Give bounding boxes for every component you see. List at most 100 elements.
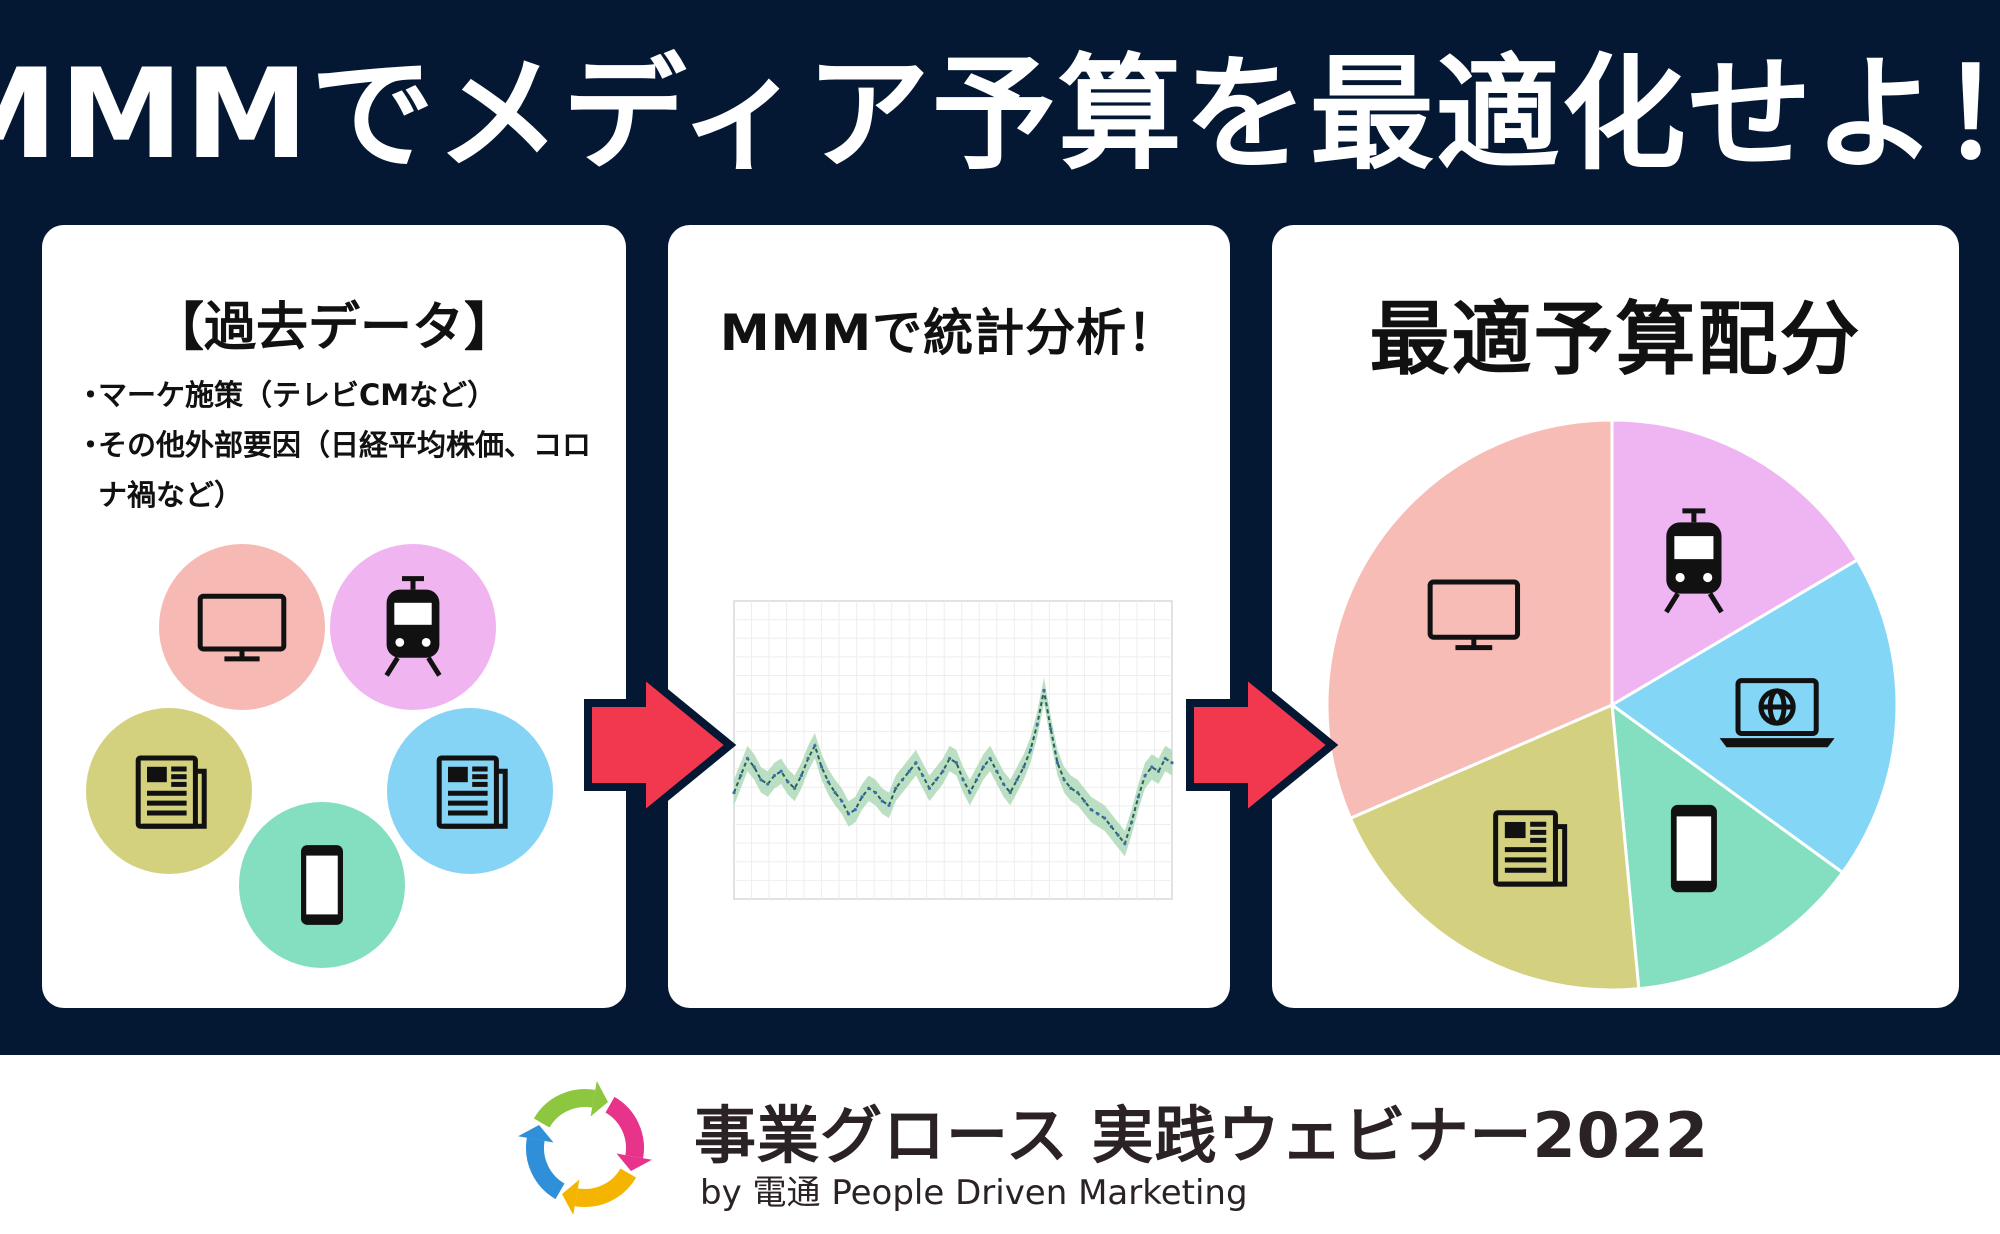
data-point xyxy=(846,812,851,816)
train-icon xyxy=(384,576,442,677)
data-point xyxy=(954,761,958,765)
data-point xyxy=(813,744,817,748)
data-point xyxy=(894,786,898,790)
data-point xyxy=(873,790,878,795)
data-point xyxy=(1076,790,1080,795)
budget-pie-chart xyxy=(1325,418,1899,992)
data-point xyxy=(860,795,864,799)
webinar-title: 事業グロース 実践ウェビナー2022 xyxy=(694,1099,1710,1172)
data-point xyxy=(1035,722,1039,727)
data-point xyxy=(1143,773,1147,778)
data-point xyxy=(1123,842,1127,846)
data-point xyxy=(1008,790,1012,795)
data-point xyxy=(732,790,736,795)
data-point xyxy=(968,790,972,795)
media-circle xyxy=(330,544,496,710)
data-point xyxy=(995,769,999,773)
data-point xyxy=(820,765,824,769)
newspaper-icon xyxy=(436,755,508,829)
data-point xyxy=(1116,833,1120,837)
data-point xyxy=(772,773,777,778)
data-point xyxy=(1062,778,1066,782)
data-point xyxy=(914,761,918,765)
cycle-logo-icon xyxy=(518,1081,652,1215)
media-circle xyxy=(159,544,325,710)
train-icon xyxy=(1664,508,1724,614)
data-point xyxy=(766,782,770,786)
analysis-heading: MMMで統計分析！ xyxy=(719,304,1179,362)
media-circle xyxy=(387,708,553,874)
tv-icon xyxy=(197,593,287,662)
grid-lines xyxy=(734,601,1172,899)
laptop-globe-icon xyxy=(1719,678,1835,748)
data-point xyxy=(900,778,905,782)
pie-slice xyxy=(1610,418,1860,708)
data-point xyxy=(880,799,884,803)
media-icons-cluster xyxy=(86,544,553,968)
data-point xyxy=(1170,761,1174,765)
data-point xyxy=(907,769,911,773)
data-point xyxy=(752,765,756,769)
data-point xyxy=(867,786,871,790)
data-point xyxy=(833,790,837,795)
data-point xyxy=(1042,688,1046,692)
bullet-text: マーケ施策（テレビCMなど） xyxy=(98,378,497,412)
data-point xyxy=(1028,748,1033,752)
data-point xyxy=(974,778,979,782)
media-circle xyxy=(239,802,405,968)
data-point xyxy=(840,799,844,803)
pie-slice xyxy=(1610,701,1845,991)
mmm-line-chart xyxy=(732,600,1174,900)
bullet-item: ・ マーケ施策（テレビCMなど） xyxy=(76,370,616,420)
right-arrow-icon xyxy=(1186,665,1339,825)
past-data-panel: 【過去データ】 ・ マーケ施策（テレビCMなど） ・ その他外部要因（日経平均株… xyxy=(42,225,626,1008)
data-point xyxy=(948,756,952,761)
data-point xyxy=(793,786,797,790)
banner: MMMでメディア予算を最適化せよ！ 【過去データ】 ・ マーケ施策（テレビCMな… xyxy=(0,0,2000,1055)
bullet-text: その他外部要因（日経平均株価、コロナ禍など） xyxy=(98,428,592,512)
newspaper-icon xyxy=(135,755,207,829)
smartphone-icon xyxy=(301,845,343,925)
smartphone-icon xyxy=(1670,804,1717,893)
data-point xyxy=(934,778,938,782)
media-circle xyxy=(86,708,252,874)
tv-icon xyxy=(1427,579,1521,651)
data-point xyxy=(1089,808,1093,812)
data-point xyxy=(988,756,992,761)
data-point xyxy=(1096,812,1100,816)
data-point xyxy=(1022,765,1026,769)
data-point xyxy=(961,778,965,782)
data-point xyxy=(1103,816,1107,820)
data-point xyxy=(1069,786,1073,790)
data-point xyxy=(1156,769,1161,773)
data-point xyxy=(941,769,945,773)
allocation-heading: 最適予算配分 xyxy=(1369,293,1862,386)
data-point xyxy=(786,780,790,784)
data-point xyxy=(981,765,985,769)
data-point xyxy=(1055,761,1060,765)
data-point xyxy=(921,773,925,778)
data-point xyxy=(745,756,750,761)
footer: 事業グロース 実践ウェビナー2022 by 電通 People Driven M… xyxy=(0,1055,2000,1234)
data-point xyxy=(1049,727,1053,731)
data-point xyxy=(826,780,830,784)
data-point xyxy=(1109,825,1113,829)
past-data-heading: 【過去データ】 xyxy=(151,298,516,358)
data-point xyxy=(887,803,891,807)
data-point xyxy=(799,773,803,778)
page-title: MMMでメディア予算を最適化せよ！ xyxy=(0,43,2000,187)
data-point xyxy=(1129,820,1134,824)
data-point xyxy=(779,769,783,773)
right-arrow-icon xyxy=(584,665,737,825)
bullet-item: ・ その他外部要因（日経平均株価、コロナ禍など） xyxy=(76,420,616,520)
data-point xyxy=(806,756,810,761)
data-point xyxy=(1001,782,1006,786)
series-points xyxy=(732,688,1174,846)
data-point xyxy=(1150,765,1154,769)
data-point xyxy=(1015,778,1019,782)
data-point xyxy=(1136,795,1140,799)
data-point xyxy=(1163,756,1167,761)
past-data-bullets: ・ マーケ施策（テレビCMなど） ・ その他外部要因（日経平均株価、コロナ禍など… xyxy=(76,370,616,520)
pie-slice xyxy=(1609,557,1899,875)
allocation-panel: 最適予算配分 xyxy=(1272,225,1959,1008)
